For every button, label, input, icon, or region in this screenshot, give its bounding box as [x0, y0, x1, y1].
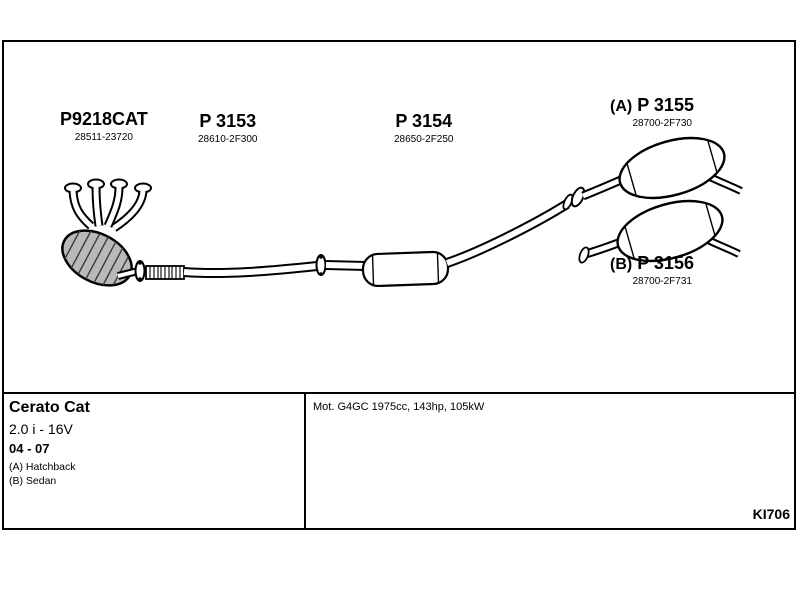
- table-divider-horizontal: [2, 392, 796, 394]
- part-number-text: P 3156: [637, 253, 694, 273]
- oem-code: 28700-2F731: [632, 275, 692, 287]
- table-divider-vertical: [304, 392, 306, 530]
- part-label-catalyst: P9218CAT 28511-23720: [60, 109, 148, 143]
- part-number: P 3153: [199, 111, 257, 131]
- catalog-code: KI706: [752, 506, 790, 522]
- part-number: (A) P 3155: [610, 95, 694, 116]
- part-label-muffler-b: (B) P 3156 28700-2F731: [610, 253, 694, 287]
- part-number: (B) P 3156: [610, 253, 694, 274]
- variant-prefix: (B): [610, 256, 633, 273]
- variant-prefix: (A): [610, 98, 633, 115]
- part-label-front-pipe: P 3153 28610-2F300: [198, 111, 258, 145]
- part-label-muffler-a: (A) P 3155 28700-2F730: [610, 95, 694, 129]
- engine-spec: 2.0 i - 16V: [9, 421, 73, 437]
- oem-code: 28610-2F300: [198, 133, 258, 145]
- motor-details: Mot. G4GC 1975cc, 143hp, 105kW: [313, 401, 485, 413]
- model-years: 04 - 07: [9, 441, 50, 456]
- variant-a-body: (A) Hatchback: [9, 461, 76, 473]
- oem-code: 28700-2F730: [632, 117, 692, 129]
- part-number-text: P 3155: [637, 95, 694, 115]
- vehicle-model: Cerato Cat: [9, 399, 90, 416]
- diagram-frame-border: [2, 40, 796, 530]
- part-number: P 3154: [395, 111, 453, 131]
- variant-b-body: (B) Sedan: [9, 475, 57, 487]
- part-label-center-silencer: P 3154 28650-2F250: [394, 111, 454, 145]
- oem-code: 28511-23720: [74, 131, 133, 143]
- oem-code: 28650-2F250: [394, 133, 454, 145]
- part-number: P9218CAT: [60, 109, 148, 129]
